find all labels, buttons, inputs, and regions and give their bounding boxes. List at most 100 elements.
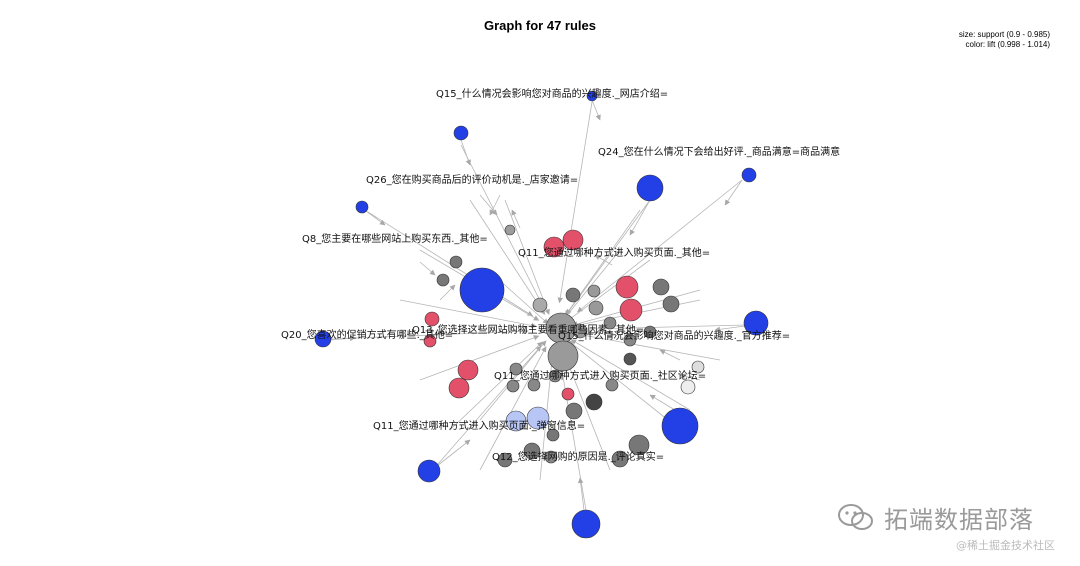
edge [577,179,743,313]
graph-node [449,255,463,269]
graph-node [543,236,565,258]
node-label: Q11_您通过哪种方式进入购买页面._其他= [518,246,710,259]
graph-node [572,323,588,339]
graph-node [448,377,470,399]
edge [437,345,542,465]
watermark-brand: 拓端数据部落 [884,506,1034,534]
edge [659,349,681,361]
graph-node [548,369,562,383]
graph-node [652,278,670,296]
graph-node [623,333,637,347]
graph-node [505,410,527,432]
edge [562,249,621,321]
graph-node [527,378,541,392]
graph-node [643,325,657,339]
edge [460,139,471,166]
node-label: Q15_什么情况会影响您对商品的兴趣度._官方推荐= [558,329,790,342]
edge [556,351,587,511]
node-label: Q11_您通过哪种方式进入购买页面._弹窗信息= [373,419,585,432]
node-label: Q13_您选择这些网站购物主要看重哪些因素._其他= [412,323,644,336]
edge [591,99,601,121]
edge [565,259,651,322]
edge [577,324,746,333]
edge [496,277,549,325]
edge [511,209,521,229]
graph-node [603,316,617,330]
node-label: Q15_什么情况会影响您对商品的兴趣度._网店介绍= [436,87,668,100]
edge [469,199,546,315]
node-label: Q11_您通过哪种方式进入购买页面._社区论坛= [494,369,706,382]
edge [679,373,701,381]
graph-node [605,378,619,392]
edge [479,346,547,471]
graph-node [509,362,523,376]
graph-node [562,229,584,251]
graph-node [314,330,332,348]
graph-node [743,310,769,336]
edge [714,325,746,333]
graph-node [504,224,516,236]
graph-node [436,273,450,287]
graph-node [532,297,548,313]
edge [439,284,456,301]
edge [419,335,540,381]
edge [570,339,691,411]
legend: size: support (0.9 - 0.985) color: lift … [959,30,1050,50]
edge [365,210,386,226]
node-label: Q12_您选择网购的原因是._评论真实= [492,450,664,463]
edge [460,144,545,309]
graph-node [588,300,604,316]
nodes [314,90,769,539]
graph-node [453,125,469,141]
edge [568,340,669,421]
graph-node [571,509,601,539]
graph-node [526,406,550,430]
graph-node [691,360,705,374]
node-label: Q20_您喜欢的促销方式有哪些._其他= [281,328,453,341]
graph-node [423,334,437,348]
graph-node [523,442,541,460]
graph-node [741,167,757,183]
graph-node [459,267,505,313]
graph-node [506,379,520,393]
graph-node [547,340,579,372]
graph-node [355,200,369,214]
graph-node [546,428,560,442]
legend-color: color: lift (0.998 - 1.014) [965,40,1050,49]
graph-node [636,174,664,202]
graph-node [417,459,441,483]
node-labels: Q15_什么情况会影响您对商品的兴趣度._网店介绍= Q24_您在什么情况下会给出… [281,87,840,463]
edge [594,254,613,266]
edge [566,199,651,315]
edge [577,477,585,511]
edge [449,341,543,431]
node-label: Q26_您在购买商品后的评价动机是._店家邀请= [366,173,578,186]
wechat-icon [838,504,873,530]
watermark-site: @稀土掘金技术社区 [956,539,1055,552]
edge [419,261,436,276]
edge [399,299,537,329]
edge [557,101,593,304]
legend-size: size: support (0.9 - 0.985) [958,30,1050,39]
graph-node [565,402,583,420]
edge [724,179,743,206]
graph-node [544,450,558,464]
graph-node [661,407,699,445]
graph-node [619,298,643,322]
edge [436,439,471,467]
graph-node [585,393,603,411]
graph-node [587,284,601,298]
edge [649,394,676,411]
graph-node [628,434,650,456]
node-label: Q24_您在什么情况下会给出好评._商品满意=商品满意 [598,145,840,158]
graph-node [424,311,440,327]
graph-node [457,359,479,381]
graph-node [497,452,513,468]
graph-node [680,379,696,395]
graph-node [623,352,637,366]
edge [479,194,498,216]
edge [504,199,550,315]
graph-node [565,287,581,303]
